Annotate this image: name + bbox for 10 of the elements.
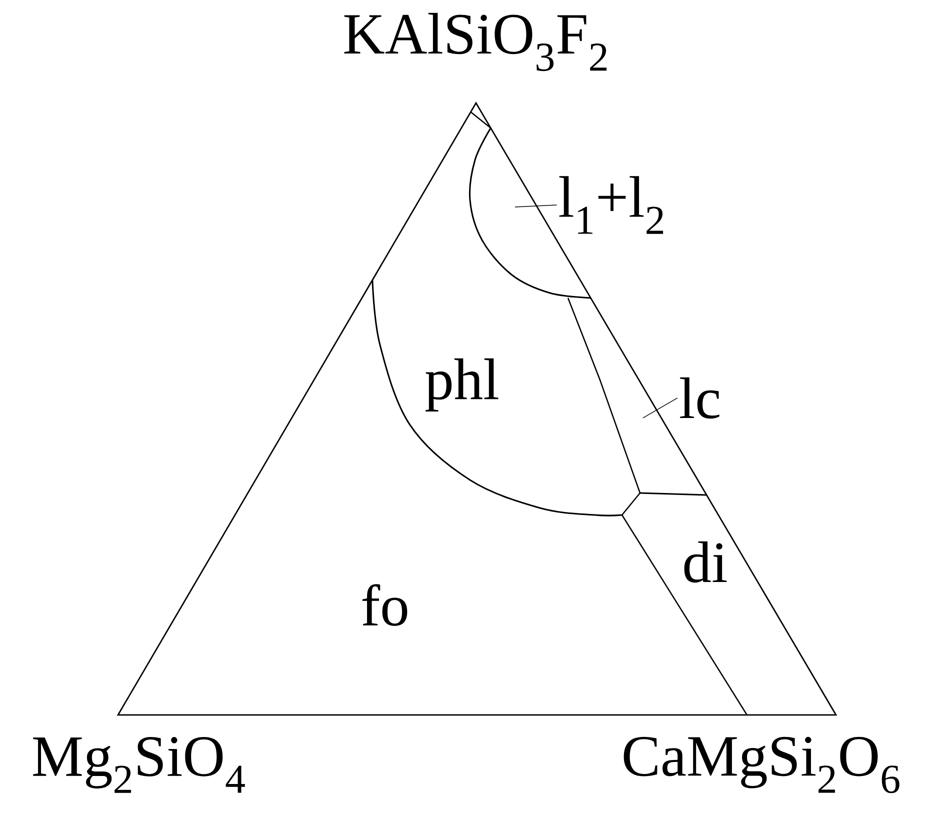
vertex-label: CaMgSi$_{2}$O$_{6}$	[624, 736, 900, 794]
vertex-label: Mg$_{2}$SiO$_{4}$	[33, 737, 245, 793]
field-label: di	[684, 541, 727, 583]
field-label: phl	[426, 358, 498, 412]
field-label: l$_{1}$+l$_{2}$	[559, 176, 664, 234]
leader-line	[642, 398, 678, 418]
vertex-label: KAlSiO$_{3}$F$_{2}$	[344, 12, 607, 72]
field-label: lc	[680, 377, 720, 419]
field-label: fo	[362, 584, 408, 626]
leader-line	[514, 204, 558, 208]
